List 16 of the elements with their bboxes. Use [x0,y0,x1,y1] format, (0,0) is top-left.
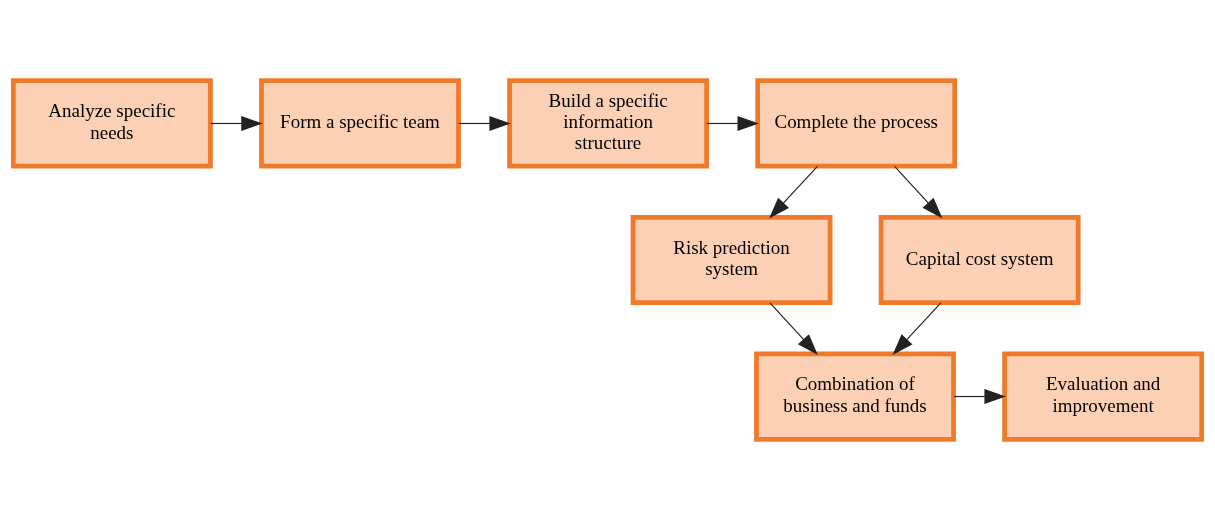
arrow [769,302,818,355]
node-box: Combination of business and funds [754,351,956,442]
arrow [894,165,943,219]
node-box: Risk prediction system [630,214,833,306]
node-box: Capital cost system [878,214,1081,306]
arrow [892,302,942,355]
arrow [458,116,511,131]
node-box: Analyze specific needs [11,78,213,169]
node-box: Form a specific team [259,78,461,169]
node-box: Build a specific information structure [507,78,709,169]
arrow [706,116,759,131]
arrow [953,389,1006,404]
node-box: Evaluation and improvement [1002,351,1204,442]
node-box: Complete the process [755,78,958,169]
arrow [769,165,819,219]
arrow [210,116,263,131]
